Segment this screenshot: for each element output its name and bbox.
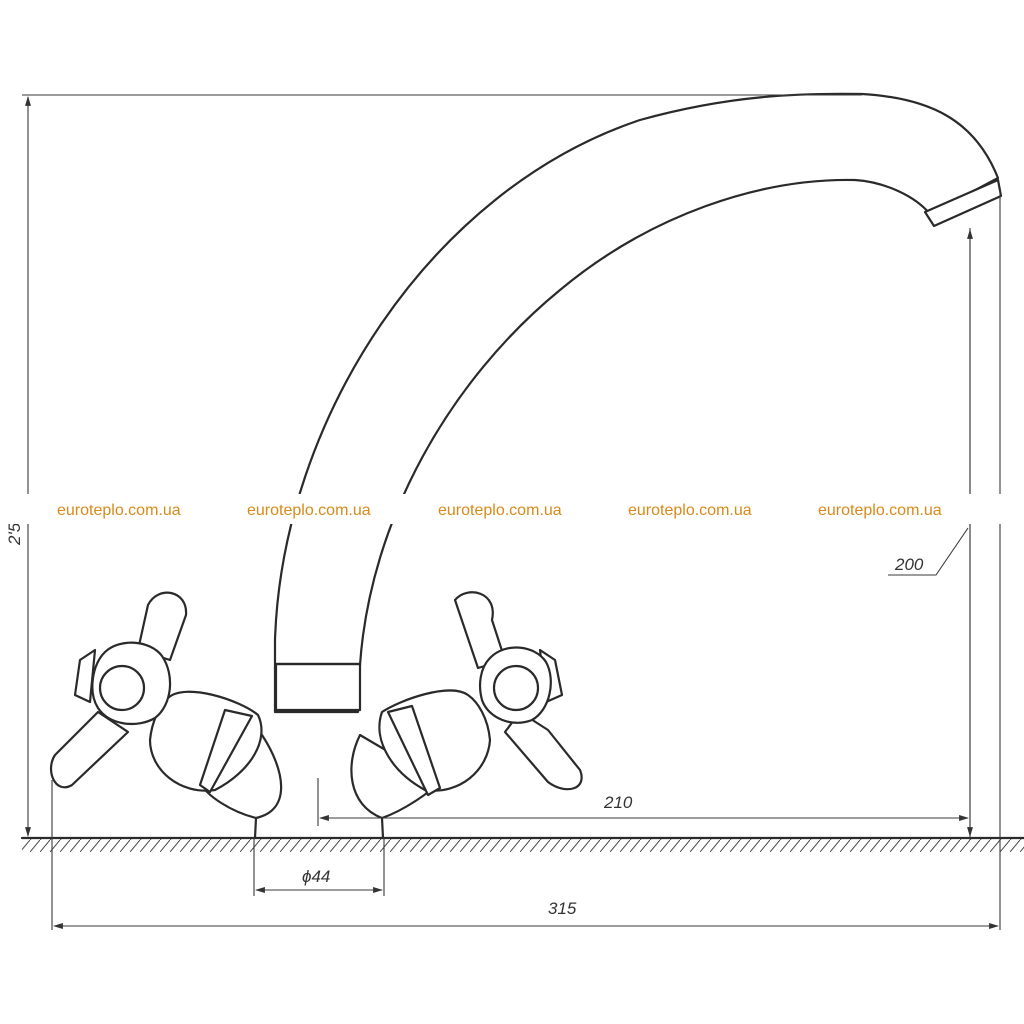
left-handle-cap — [98, 664, 146, 712]
watermark-text: euroteplo.com.ua — [628, 502, 752, 519]
left-handle-arm-top — [136, 591, 188, 662]
dimension-base-diameter: ϕ44 — [255, 867, 383, 893]
spout-height-label: 200 — [894, 555, 924, 574]
right-handle-arm-top — [453, 591, 507, 670]
right-handle-cap — [492, 664, 540, 712]
spout-collar — [274, 662, 362, 712]
right-valve — [350, 591, 583, 840]
left-valve — [50, 591, 283, 840]
watermark-text: euroteplo.com.ua — [818, 502, 942, 519]
base-diameter-label: ϕ44 — [302, 867, 330, 886]
dimension-spout-reach: 210 — [319, 793, 969, 821]
total-width-label: 315 — [548, 899, 577, 918]
spout — [273, 92, 1003, 714]
spout-reach-label: 210 — [603, 793, 633, 812]
watermark-text: euroteplo.com.ua — [247, 502, 371, 519]
left-valve-ring — [198, 708, 254, 794]
watermark-text: euroteplo.com.ua — [438, 502, 562, 519]
total-height-label: 2'5 — [5, 522, 24, 546]
aerator — [923, 178, 1003, 228]
watermark-text: euroteplo.com.ua — [57, 502, 181, 519]
right-valve-ring — [386, 704, 442, 797]
ground-surface — [20, 836, 1024, 852]
dimension-total-width: 315 — [53, 899, 999, 929]
watermark-row: euroteplo.com.ua euroteplo.com.ua eurote… — [0, 494, 1024, 524]
left-handle-arm-bottom — [50, 710, 130, 789]
right-handle-arm-bottom — [503, 710, 583, 791]
dimension-total-height: 2'5 — [5, 96, 31, 837]
dimension-spout-height: 200 — [888, 229, 973, 837]
